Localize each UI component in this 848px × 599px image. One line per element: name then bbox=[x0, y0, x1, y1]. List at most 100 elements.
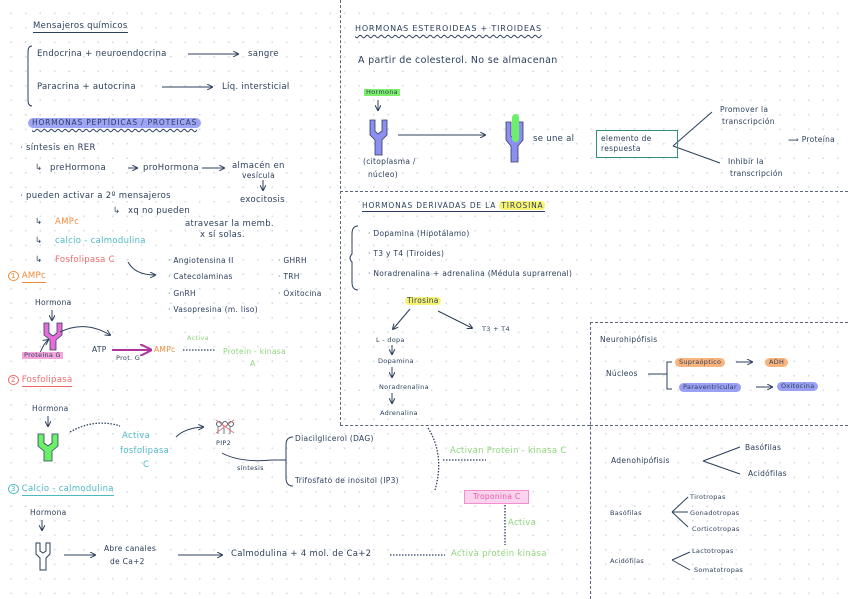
ampc-prot-g: Prot. G bbox=[116, 354, 141, 362]
basofila-cell: Tirotropas bbox=[690, 493, 726, 501]
chain-prohormona: proHormona bbox=[143, 163, 199, 173]
divider-vertical-right bbox=[590, 322, 591, 599]
mensajeros-title: Mensajeros químicos bbox=[33, 21, 128, 33]
abre-canales-2: de Ca+2 bbox=[110, 557, 145, 566]
location-line-1: (citoplasma / bbox=[363, 157, 416, 166]
number-circle-icon: 1 bbox=[8, 271, 19, 281]
inhibir-1: Inhibir la bbox=[728, 157, 764, 166]
adeno-type: Acidófilas bbox=[748, 469, 787, 478]
hook-arrow-icon: ↳ bbox=[35, 236, 43, 246]
ip3-label: Trifosfato de inositol (IP3) bbox=[295, 476, 399, 485]
dag-label: Diacilglicerol (DAG) bbox=[295, 434, 374, 443]
peptidicas-title: HORMONAS PEPTÍDICAS / PROTEICAS bbox=[28, 118, 202, 128]
troponina-activa: Activa bbox=[508, 518, 537, 528]
sintesis-label: síntesis bbox=[237, 464, 264, 472]
reason-line-1: xq no pueden bbox=[128, 206, 191, 216]
divider-horizontal-adeno bbox=[590, 425, 848, 426]
adeno-type: Basófilas bbox=[745, 443, 782, 452]
second-messengers: · pueden activar a 2º mensajeros bbox=[20, 191, 171, 201]
chain-noradrenalina: Noradrenalina bbox=[379, 383, 429, 391]
fosfo-hormone: · Vasopresina (m. liso) bbox=[168, 305, 258, 314]
ampc-heading: 1 AMPc bbox=[8, 271, 46, 283]
hook-arrow-icon: ↳ bbox=[113, 206, 121, 216]
tirosina-item: · Noradrenalina + adrenalina (Médula sup… bbox=[368, 269, 573, 278]
ampc-atp: ATP bbox=[92, 345, 107, 354]
activa-fosfolipasa-1: Activa bbox=[122, 431, 151, 441]
hook-arrow-icon: ↳ bbox=[35, 255, 43, 265]
acidofila-cell: Lactotropas bbox=[692, 547, 734, 555]
hook-arrow-icon: ↳ bbox=[35, 217, 43, 227]
fosfo-hormone: · Catecolaminas bbox=[168, 272, 233, 281]
pathway-ampc: AMPc bbox=[55, 217, 80, 227]
activa-fosfolipasa-2: fosfolipasa bbox=[120, 446, 170, 456]
divider-horizontal-neuro bbox=[590, 322, 848, 323]
chain-adrenalina: Adrenalina bbox=[380, 409, 418, 417]
ampc-pka: Proteín - kinasa bbox=[223, 347, 286, 356]
esteroideas-hormona: Hormona bbox=[364, 88, 400, 96]
ampc-ampc: AMPc bbox=[154, 345, 176, 354]
esteroideas-subtitle: A partir de colesterol. No se almacenan bbox=[358, 55, 558, 66]
chain-vesicula: vesícula bbox=[242, 171, 276, 180]
mensajeros-row-1-left: Endocrina + neuroendocrina bbox=[37, 49, 167, 59]
elemento-respuesta-box: elemento de respuesta bbox=[596, 130, 678, 159]
divider-vertical-left bbox=[340, 0, 341, 425]
calcio-heading: 3 Calcio - calmodulina bbox=[8, 484, 114, 496]
esteroideas-title: HORMONAS ESTEROIDEAS + TIROIDEAS bbox=[355, 24, 542, 33]
mensajeros-row-2-left: Paracrina + autocrina bbox=[37, 82, 136, 92]
fosfo-hormone: · Oxitocina bbox=[278, 289, 322, 298]
tirosina-item: · T3 y T4 (Tiroides) bbox=[368, 249, 445, 258]
reason-line-2: atravesar la memb. bbox=[185, 219, 274, 229]
basofilas-label: Basófilas bbox=[610, 509, 642, 517]
activa-protein-kinasa: Activa protein kinasa bbox=[451, 549, 547, 559]
mensajeros-row-1-right: sangre bbox=[248, 49, 279, 59]
reason-line-3: x sí solas. bbox=[200, 230, 245, 240]
supraoptico-label: Supraóptico bbox=[675, 358, 726, 367]
fosfo-hormone: · Angiotensina II bbox=[168, 256, 234, 265]
acidofilas-label: Acidófilas bbox=[610, 557, 645, 565]
neurohipofisis-title: Neurohipófisis bbox=[600, 335, 658, 344]
mensajeros-row-2-right: Líq. intersticial bbox=[222, 82, 290, 92]
calcio-hormona: Hormona bbox=[30, 508, 67, 517]
inhibir-2: transcripción bbox=[730, 169, 783, 178]
chain-exocitosis: exocitosis bbox=[240, 195, 285, 205]
tirosina-title: HORMONAS DERIVADAS DE LA TIROSINA bbox=[362, 201, 546, 212]
troponina-box: Troponina C bbox=[464, 490, 530, 504]
hook-arrow-icon: ↳ bbox=[35, 163, 43, 173]
t3-t4-label: T3 + T4 bbox=[482, 325, 510, 333]
chain-l-dopa: L - dopa bbox=[376, 336, 405, 344]
proteina-result: ⟹ Proteína bbox=[788, 135, 836, 144]
ampc-proteina-g: Proteína G bbox=[22, 351, 63, 359]
adh-label: ADH bbox=[765, 358, 789, 367]
fosfo-hormone: · TRH bbox=[278, 272, 300, 281]
ampc-pka-a: A bbox=[250, 359, 256, 368]
nucleos-label: Núcleos bbox=[606, 369, 638, 378]
tirosina-root: Tirosina bbox=[405, 296, 441, 305]
ampc-activa: Activa bbox=[187, 334, 209, 342]
divider-horizontal-tirosina bbox=[340, 425, 590, 426]
fosfo-hormone: · GnRH bbox=[168, 289, 196, 298]
paraventricular-label: Paraventricular bbox=[679, 383, 741, 392]
pathway-calcio: calcio - calmodulina bbox=[55, 236, 146, 246]
tirosina-item: · Dopamina (Hipotálamo) bbox=[368, 229, 470, 238]
basofila-cell: Gonadotropas bbox=[690, 509, 740, 517]
pip2-label: PIP2 bbox=[216, 439, 232, 447]
ampc-hormona: Hormona bbox=[35, 298, 72, 307]
pathway-fosfolipasa: Fosfolipasa C bbox=[55, 255, 115, 265]
number-circle-icon: 2 bbox=[8, 375, 19, 385]
activan-pkc: Activan Protein - kinasa C bbox=[450, 446, 567, 456]
abre-canales-1: Abre canales bbox=[104, 544, 157, 553]
fosfolipasa-heading: 2 Fosfolipasa bbox=[8, 375, 73, 387]
promover-2: transcripción bbox=[722, 117, 775, 126]
divider-horizontal-top bbox=[340, 191, 848, 192]
peptidicas-synthesis: · síntesis en RER bbox=[20, 143, 96, 153]
fosfo-hormone: · GHRH bbox=[278, 256, 307, 265]
calmodulina-label: Calmodulina + 4 mol. de Ca+2 bbox=[231, 549, 372, 559]
acidofila-cell: Somatotropas bbox=[694, 566, 744, 574]
chain-dopamina: Dopamina bbox=[378, 357, 414, 365]
number-circle-icon: 3 bbox=[8, 484, 19, 494]
fosfolipasa-hormona: Hormona bbox=[32, 404, 69, 413]
adenohipofisis-title: Adenohipófisis bbox=[611, 456, 670, 465]
chain-prehormona: preHormona bbox=[50, 163, 106, 173]
basofila-cell: Corticotropas bbox=[692, 525, 740, 533]
se-une-label: se une al bbox=[533, 134, 575, 144]
